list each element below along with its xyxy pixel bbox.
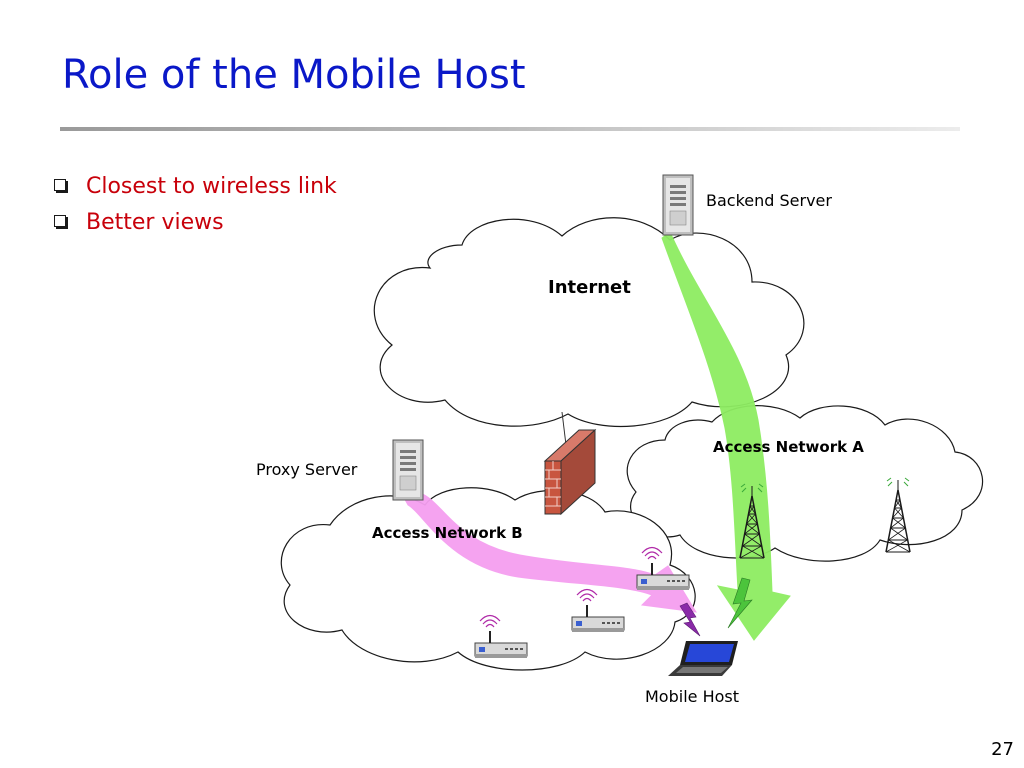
lightning-bolt-icon xyxy=(727,577,753,629)
title-divider xyxy=(60,127,960,131)
internet-cloud xyxy=(373,217,805,428)
lightning-bolt-icon xyxy=(679,602,701,637)
internet-label: Internet xyxy=(548,277,631,298)
firewall-icon xyxy=(543,428,597,516)
slide-title: Role of the Mobile Host xyxy=(62,52,526,98)
checkbox-bullet-icon xyxy=(54,179,68,193)
proxy-path-arrow xyxy=(401,491,697,613)
mobile-host-label: Mobile Host xyxy=(645,687,739,706)
bullet-item: Closest to wireless link xyxy=(54,168,337,204)
backend-server-icon xyxy=(662,174,694,236)
bullet-list: Closest to wireless link Better views xyxy=(54,168,337,240)
access-network-a-label: Access Network A xyxy=(713,438,864,456)
bullet-text: Better views xyxy=(86,209,224,235)
backend-server-label: Backend Server xyxy=(706,191,832,210)
backend-path-arrow xyxy=(661,231,791,641)
page-number: 27 xyxy=(991,739,1014,760)
proxy-server-icon xyxy=(392,439,424,501)
firewall-link-line xyxy=(561,411,567,446)
bullet-item: Better views xyxy=(54,204,337,240)
access-network-b-label: Access Network B xyxy=(372,524,523,542)
bullet-text: Closest to wireless link xyxy=(86,173,337,199)
proxy-server-label: Proxy Server xyxy=(256,460,358,479)
laptop-icon xyxy=(668,641,738,676)
access-network-a-cloud xyxy=(626,405,984,562)
checkbox-bullet-icon xyxy=(54,215,68,229)
